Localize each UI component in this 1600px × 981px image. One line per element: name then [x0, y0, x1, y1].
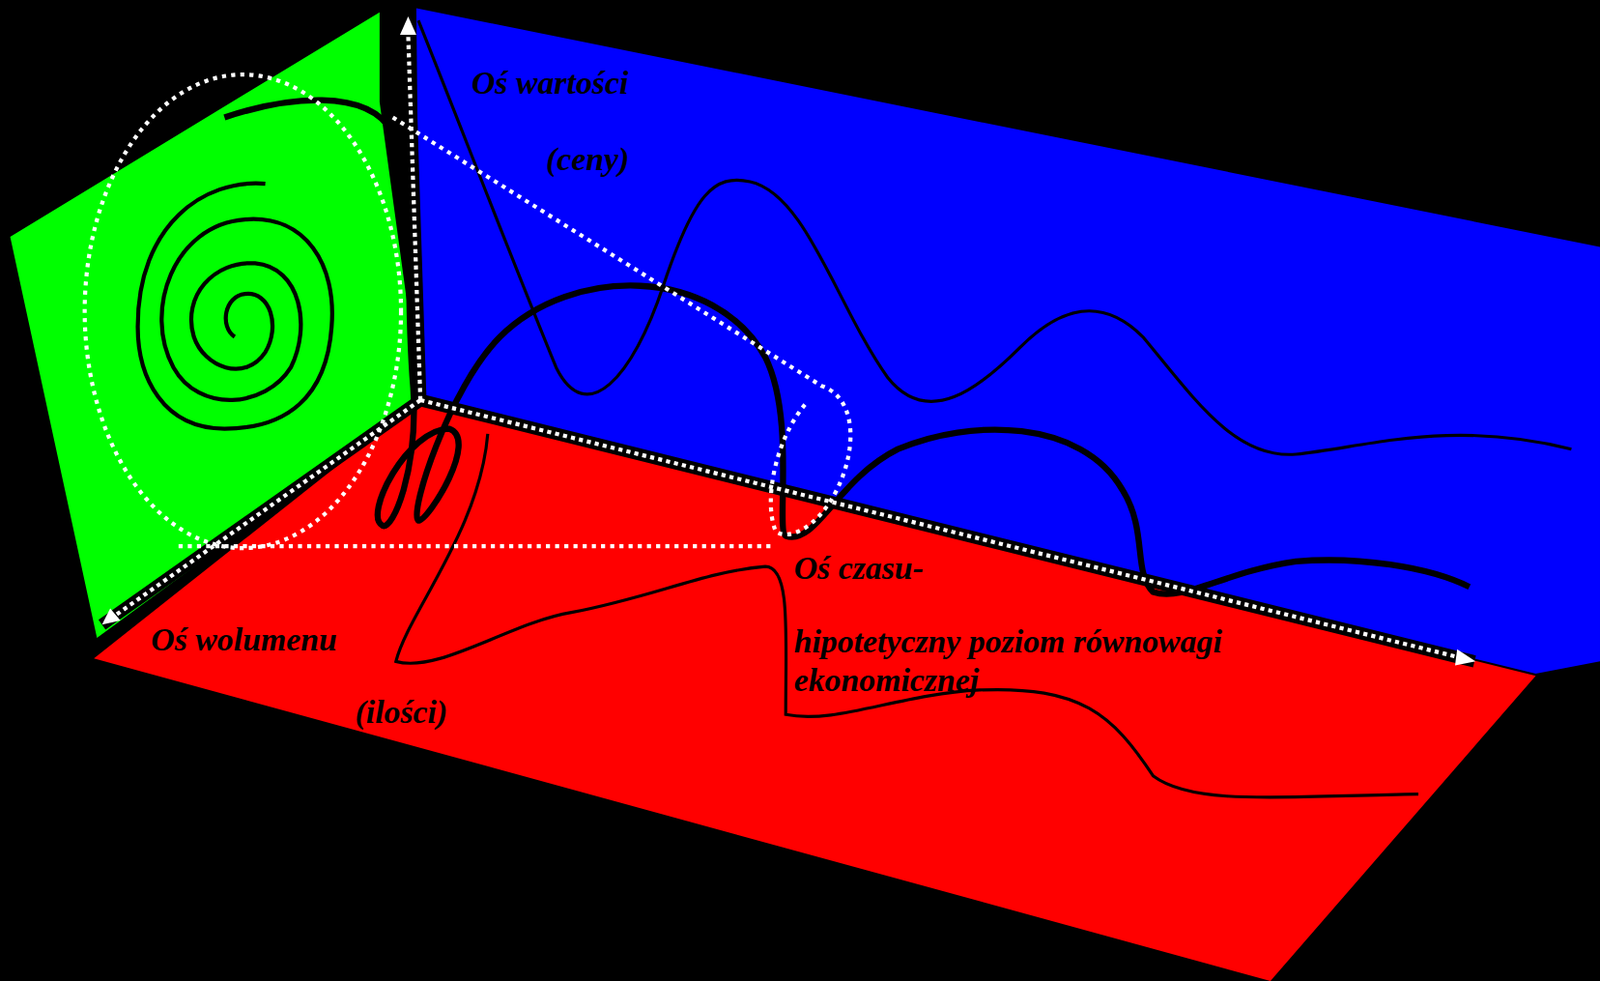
axis-label: Oś czasu- — [794, 547, 924, 588]
axis-label: Oś wartości — [471, 62, 629, 103]
dotted-guides — [85, 74, 852, 548]
price-curve — [418, 20, 1572, 455]
red-plane — [93, 400, 1536, 981]
axis-label: (ilości) — [355, 691, 449, 732]
axis-label: (ceny) — [545, 140, 629, 180]
spiral-curve — [138, 183, 333, 429]
axes — [102, 16, 1477, 666]
axis-label: hipotetyczny poziom równowagi ekonomiczn… — [794, 621, 1366, 700]
axis-label: Oś wolumenu — [150, 619, 338, 659]
